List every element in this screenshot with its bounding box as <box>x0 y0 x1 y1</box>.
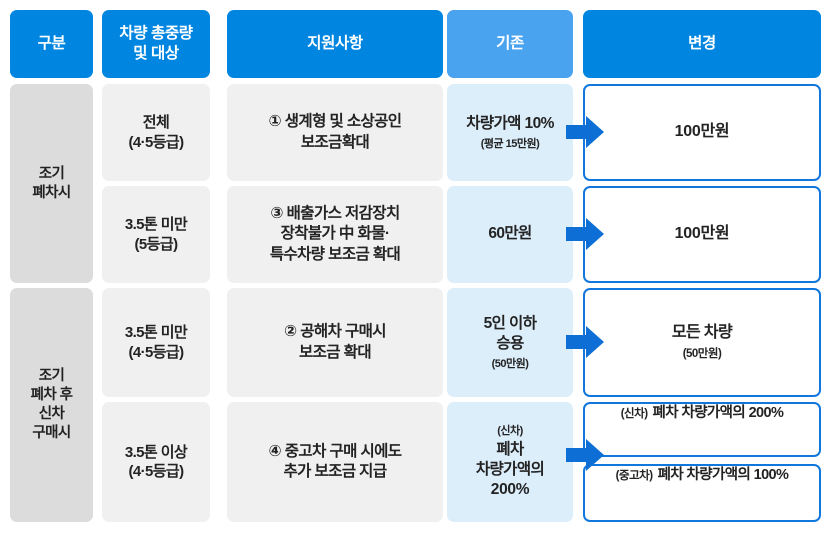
row-4-before-main3: 200% <box>490 481 530 499</box>
group-new-car-line3: 신차 <box>38 406 65 422</box>
header-vehicle-weight-target: 차량 총중량 및 대상 <box>102 10 210 78</box>
group-new-car-line1: 조기 <box>38 368 65 385</box>
row-4-support-line1: ④ 중고차 구매 시에도 <box>268 442 403 460</box>
row-1-support: ① 생계형 및 소상공인 보조금확대 <box>227 84 443 181</box>
row-3-before-main2: 승용 <box>496 334 524 352</box>
row-2-support: ③ 배출가스 저감장치 장착불가 中 화물· 특수차량 보조금 확대 <box>227 186 443 283</box>
row-4-support: ④ 중고차 구매 시에도 추가 보조금 지급 <box>227 402 443 522</box>
row-2-before: 60만원 <box>447 186 573 283</box>
row-3-target-line2: (4·5등급) <box>128 343 184 361</box>
row-1-target-line1: 전체 <box>142 114 170 131</box>
row-4-target-line2: (4·5등급) <box>128 463 184 480</box>
row-4-target: 3.5톤 이상 (4·5등급) <box>102 402 210 522</box>
row-4-after-new-car: (신차) 폐차 차량가액의 200% <box>583 402 821 457</box>
row-1-support-line1: ① 생계형 및 소상공인 <box>268 113 403 131</box>
header-before: 기존 <box>447 10 573 78</box>
header-support-details: 지원사항 <box>227 10 443 78</box>
row-1-before-sub: (평균 15만원) <box>480 137 540 150</box>
row-2-support-line1: ③ 배출가스 저감장치 <box>270 205 400 223</box>
group-early-scrap-line2: 폐차시 <box>32 184 71 201</box>
row-3-after: 모든 차량 (50만원) <box>583 288 821 397</box>
row-4-after-new-car-tag: (신차) <box>620 408 648 420</box>
group-cell-new-car-after-scrap: 조기 폐차 후 신차 구매시 <box>10 288 93 522</box>
row-2-target-line1: 3.5톤 미만 <box>124 216 188 233</box>
row-3-support: ② 공해차 구매시 보조금 확대 <box>227 288 443 397</box>
group-new-car-line4: 구매시 <box>32 424 71 441</box>
row-4-before-main2: 차량가액의 <box>475 461 545 479</box>
row-2-before-main: 60만원 <box>488 225 532 243</box>
row-4-before: (신차) 폐차 차량가액의 200% <box>447 402 573 522</box>
row-2-after: 100만원 <box>583 186 821 283</box>
row-4-after-new-car-text: 폐차 차량가액의 200% <box>652 405 784 421</box>
row-3-target-line1: 3.5톤 미만 <box>124 324 188 341</box>
header-vehicle-weight-target-line1: 차량 총중량 <box>119 24 193 42</box>
row-4-after-used-car-tag: (중고차) <box>615 470 653 482</box>
header-after: 변경 <box>583 10 821 78</box>
row-3-support-line2: 보조금 확대 <box>298 343 372 361</box>
row-2-target-line2: (5등급) <box>134 235 179 253</box>
row-1-after: 100만원 <box>583 84 821 181</box>
row-4-after-used-car: (중고차) 폐차 차량가액의 100% <box>583 464 821 522</box>
row-2-target: 3.5톤 미만 (5등급) <box>102 186 210 283</box>
row-3-before-main: 5인 이하 <box>483 314 537 332</box>
row-3-support-line1: ② 공해차 구매시 <box>284 323 387 341</box>
group-cell-early-scrap: 조기 폐차시 <box>10 84 93 283</box>
row-3-before-sub: (50만원) <box>491 357 529 370</box>
header-before-label: 기존 <box>496 34 524 52</box>
row-1-before-main: 차량가액 10% <box>466 114 554 132</box>
row-3-before: 5인 이하 승용 (50만원) <box>447 288 573 397</box>
row-3-target: 3.5톤 미만 (4·5등급) <box>102 288 210 397</box>
group-new-car-line2: 폐차 후 <box>30 387 73 404</box>
row-2-after-main: 100만원 <box>674 225 730 243</box>
row-4-before-main: 폐차 <box>496 440 524 458</box>
row-1-support-line2: 보조금확대 <box>300 133 370 151</box>
row-1-after-main: 100만원 <box>674 123 730 141</box>
row-4-after-used-car-text: 폐차 차량가액의 100% <box>657 467 789 483</box>
header-category-label: 구분 <box>37 34 66 52</box>
row-3-after-sub: (50만원) <box>682 348 722 361</box>
row-3-after-main: 모든 차량 <box>671 323 733 341</box>
row-1-target: 전체 (4·5등급) <box>102 84 210 181</box>
row-2-support-line3: 특수차량 보조금 확대 <box>269 245 401 263</box>
row-2-support-line2: 장착불가 中 화물· <box>280 225 390 243</box>
header-support-details-label: 지원사항 <box>307 34 363 52</box>
row-4-before-sub-top: (신차) <box>497 424 523 437</box>
row-1-target-line2: (4·5등급) <box>128 133 184 151</box>
row-4-target-line1: 3.5톤 이상 <box>124 443 188 461</box>
group-early-scrap-line1: 조기 <box>38 165 65 182</box>
header-after-label: 변경 <box>688 34 716 52</box>
header-vehicle-weight-target-line2: 및 대상 <box>133 45 179 62</box>
header-category: 구분 <box>10 10 93 78</box>
row-4-support-line2: 추가 보조금 지급 <box>283 463 387 480</box>
row-1-before: 차량가액 10% (평균 15만원) <box>447 84 573 181</box>
